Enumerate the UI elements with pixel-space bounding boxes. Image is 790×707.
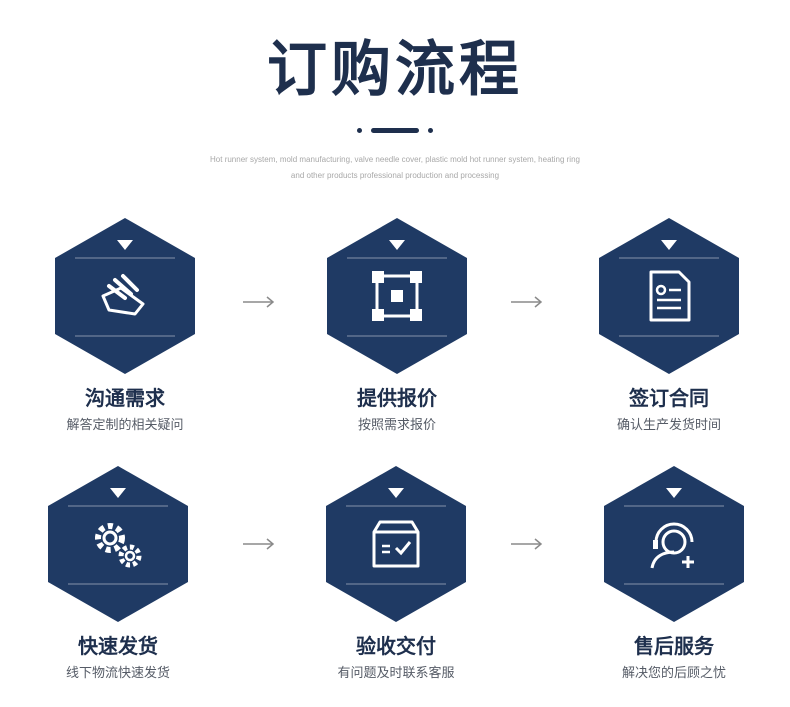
step-desc: 有问题及时联系客服 bbox=[337, 666, 455, 681]
step-title: 快速发货 bbox=[78, 634, 158, 658]
hex-badge bbox=[599, 218, 739, 374]
arrow-right-icon bbox=[511, 296, 543, 308]
hex-badge bbox=[48, 466, 188, 622]
step-desc: 按照需求报价 bbox=[357, 418, 436, 433]
arrow-right-icon bbox=[243, 538, 275, 550]
step-desc: 确认生产发货时间 bbox=[616, 418, 721, 433]
step-desc: 解答定制的相关疑问 bbox=[66, 418, 184, 433]
step-title: 验收交付 bbox=[356, 634, 436, 658]
subtitle-line-2: and other products professional producti… bbox=[290, 171, 500, 180]
headset-support-icon bbox=[650, 522, 694, 569]
subtitle-line-1: Hot runner system, mold manufacturing, v… bbox=[210, 155, 580, 164]
box-check-icon bbox=[372, 520, 420, 568]
hex-badge bbox=[604, 466, 744, 622]
hex-badge bbox=[327, 218, 467, 374]
step-desc: 解决您的后顾之忧 bbox=[621, 666, 726, 681]
step-desc: 线下物流快速发货 bbox=[65, 666, 170, 681]
hex-badge bbox=[326, 466, 466, 622]
handshake-icon bbox=[101, 274, 145, 316]
step-title: 签订合同 bbox=[629, 386, 709, 410]
nodes-icon bbox=[372, 271, 422, 321]
hex-badge bbox=[55, 218, 195, 374]
title-divider bbox=[357, 128, 433, 134]
step-title: 提供报价 bbox=[357, 386, 437, 410]
arrow-right-icon bbox=[243, 296, 275, 308]
step-title: 售后服务 bbox=[634, 634, 714, 658]
page-title: 订购流程 bbox=[267, 35, 523, 105]
document-icon bbox=[649, 270, 691, 322]
step-title: 沟通需求 bbox=[85, 386, 165, 410]
arrow-right-icon bbox=[511, 538, 543, 550]
gears-icon bbox=[95, 523, 142, 568]
